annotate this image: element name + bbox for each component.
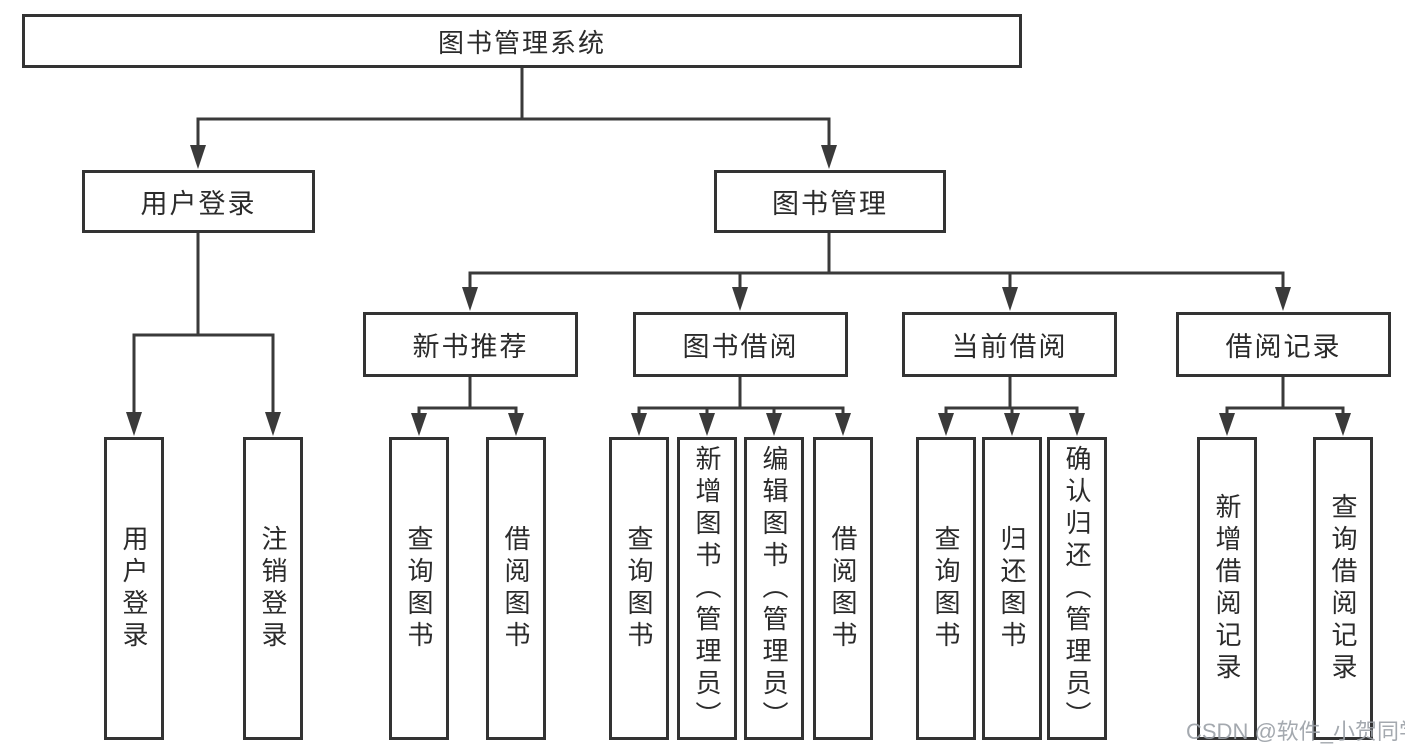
leaf-confirm-return-admin-label: 确认归还（管理员） xyxy=(1062,444,1092,733)
leaf-edit-book-admin: 编辑图书（管理员） xyxy=(744,437,804,740)
node-current-borrow-label: 当前借阅 xyxy=(951,332,1068,362)
arrowheads xyxy=(126,145,1351,436)
arrowhead xyxy=(1004,413,1020,436)
connector-borrow-records xyxy=(1225,377,1345,415)
node-book-management: 图书管理 xyxy=(714,170,946,233)
node-user-login-label: 用户登录 xyxy=(140,189,257,219)
leaf-borrow-books: 借阅图书 xyxy=(813,437,873,740)
leaf-user-login-label: 用户登录 xyxy=(119,524,149,653)
arrowhead xyxy=(1002,287,1018,311)
arrowhead xyxy=(265,412,281,436)
node-user-login: 用户登录 xyxy=(82,170,315,233)
connector-current-borrow xyxy=(944,377,1079,415)
connector-new-book xyxy=(417,377,518,415)
arrowhead xyxy=(1275,287,1291,311)
arrowhead xyxy=(732,287,748,311)
leaf-borrow-books-label: 借阅图书 xyxy=(828,524,858,653)
node-borrow-records-label: 借阅记录 xyxy=(1225,332,1342,362)
connector-root xyxy=(196,67,831,146)
node-book-borrow: 图书借阅 xyxy=(633,312,848,377)
leaf-query-books-recommend-label: 查询图书 xyxy=(404,524,434,653)
arrowhead xyxy=(190,145,206,169)
arrowhead xyxy=(766,413,782,436)
leaf-add-book-admin-label: 新增图书（管理员） xyxy=(692,444,722,733)
connector-user-login xyxy=(132,232,275,414)
leaf-logout: 注销登录 xyxy=(243,437,303,740)
leaf-add-borrow-record-label: 新增借阅记录 xyxy=(1212,492,1242,685)
leaf-confirm-return-admin: 确认归还（管理员） xyxy=(1047,437,1107,740)
leaf-edit-book-admin-label: 编辑图书（管理员） xyxy=(759,444,789,733)
leaf-query-borrow-record: 查询借阅记录 xyxy=(1313,437,1373,740)
leaf-add-borrow-record: 新增借阅记录 xyxy=(1197,437,1257,740)
arrowhead xyxy=(1069,413,1085,436)
leaf-add-book-admin: 新增图书（管理员） xyxy=(677,437,737,740)
leaf-return-book: 归还图书 xyxy=(982,437,1042,740)
arrowhead xyxy=(699,413,715,436)
leaf-return-book-label: 归还图书 xyxy=(997,524,1027,653)
leaf-borrow-books-recommend: 借阅图书 xyxy=(486,437,546,740)
leaf-logout-label: 注销登录 xyxy=(258,524,288,653)
arrowhead xyxy=(821,145,837,169)
connector-book-management xyxy=(468,232,1285,289)
node-new-book-recommend: 新书推荐 xyxy=(363,312,578,377)
leaf-query-books-borrow: 查询图书 xyxy=(609,437,669,740)
leaf-query-books-current: 查询图书 xyxy=(916,437,976,740)
arrowhead xyxy=(126,412,142,436)
node-book-borrow-label: 图书借阅 xyxy=(682,332,799,362)
leaf-query-books-borrow-label: 查询图书 xyxy=(624,524,654,653)
leaf-query-books-current-label: 查询图书 xyxy=(931,524,961,653)
arrowhead xyxy=(1335,413,1351,436)
arrowhead xyxy=(411,413,427,436)
arrowhead xyxy=(1219,413,1235,436)
connector-book-borrow xyxy=(637,377,845,415)
csdn-watermark: CSDN @软件_小贺同学 xyxy=(1186,719,1405,744)
leaf-borrow-books-recommend-label: 借阅图书 xyxy=(501,524,531,653)
arrowhead xyxy=(462,287,478,311)
leaf-query-borrow-record-label: 查询借阅记录 xyxy=(1328,492,1358,685)
node-root: 图书管理系统 xyxy=(22,14,1022,68)
arrowhead xyxy=(835,413,851,436)
arrowhead xyxy=(938,413,954,436)
arrowhead xyxy=(508,413,524,436)
node-current-borrow: 当前借阅 xyxy=(902,312,1117,377)
leaf-user-login: 用户登录 xyxy=(104,437,164,740)
node-root-label: 图书管理系统 xyxy=(437,27,606,58)
node-borrow-records: 借阅记录 xyxy=(1176,312,1391,377)
node-new-book-recommend-label: 新书推荐 xyxy=(412,332,529,362)
arrowhead xyxy=(631,413,647,436)
node-book-management-label: 图书管理 xyxy=(772,189,888,219)
leaf-query-books-recommend: 查询图书 xyxy=(389,437,449,740)
